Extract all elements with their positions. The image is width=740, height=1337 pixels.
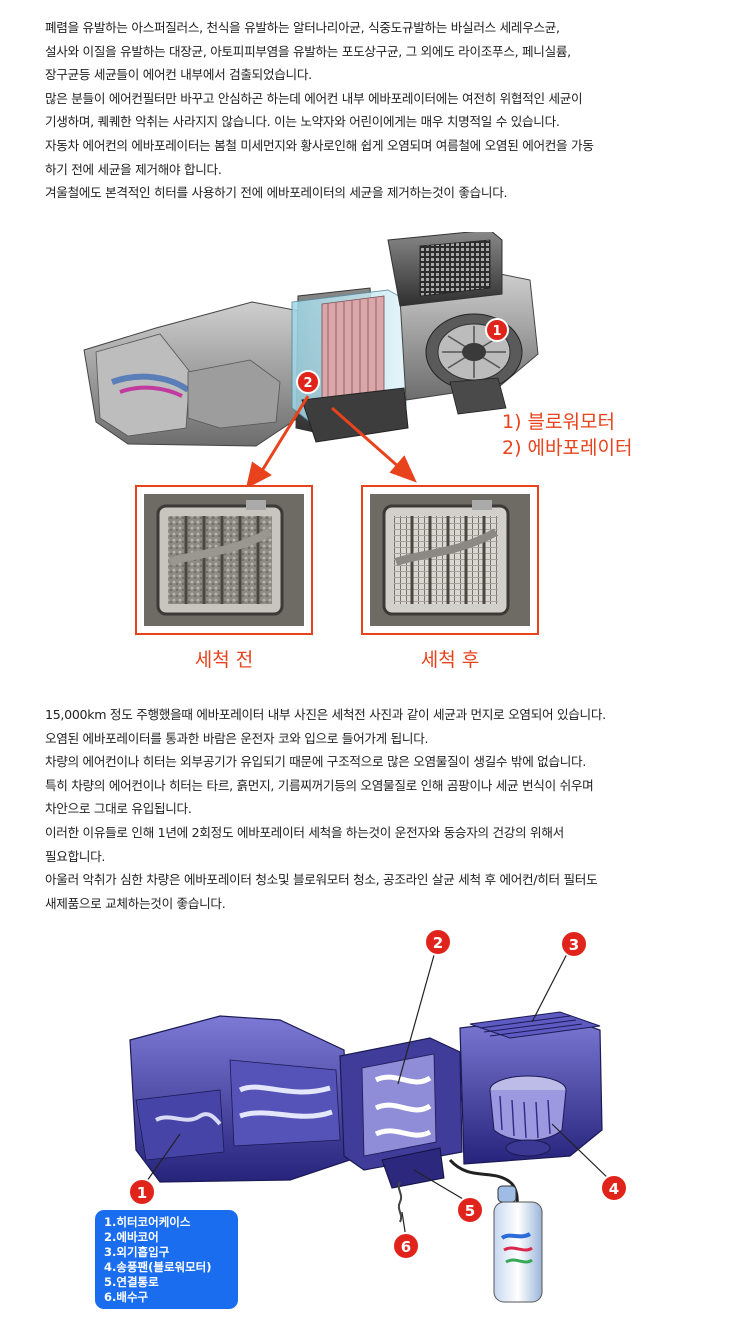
hvac-unit-illustration: 1 2 1) 블로워모터 2) 에바포레이터 세척 전 [83,229,632,671]
intro-paragraph: 폐렴을 유발하는 아스퍼질러스, 천식을 유발하는 알터나리아균, 식중도규발하… [45,16,715,205]
body-line: 새제품으로 교체하는것이 좋습니다. [45,895,226,911]
callout-3: 3 [569,936,579,954]
intro-line: 폐렴을 유발하는 아스퍼질러스, 천식을 유발하는 알터나리아균, 식중도규발하… [45,20,560,35]
intro-line: 하기 전에 세균을 제거해야 합니다. [45,161,222,177]
intro-line: 장구균등 세균들이 에어컨 내부에서 검출되었습니다. [45,67,312,83]
body-line: 필요합니다. [45,848,106,864]
cleaner-spray-can [493,1185,543,1303]
hvac-unit-figure: 1 2 1) 블로워모터 2) 에바포레이터 세척 전 [70,229,670,682]
after-caption: 세척 후 [421,649,479,671]
parts-legend: 1.히터코어케이스 2.에바코어 3.외기흡입구 4.송풍팬(블로워모터) 5.… [95,1210,238,1309]
body-paragraph: 15,000km 정도 주행했을때 에바포레이터 내부 사진은 세척전 사진과 … [45,703,715,915]
callout-6: 6 [401,1238,411,1256]
before-caption: 세척 전 [195,649,253,671]
callout-4: 4 [609,1180,619,1198]
label-evaporator: 2) 에바포레이터 [502,437,632,459]
body-line: 차량의 에어컨이나 히터는 외부공기가 유입되기 때문에 구조적으로 많은 오염… [45,754,587,770]
legend-item: 2.에바코어 [104,1230,159,1244]
body-line: 아울러 악취가 심한 차량은 에바포레이터 청소및 블로워모터 청소, 공조라인… [45,872,598,888]
callout-5: 5 [465,1202,475,1220]
callout-blower-number: 1 [492,324,501,339]
legend-item: 3.외기흡입구 [104,1245,170,1259]
intro-line: 자동차 에어컨의 에바포레이터는 봄철 미세먼지와 황사로인해 쉽게 오염되며 … [45,137,594,153]
intro-line: 설사와 이질을 유발하는 대장균, 아토피피부염을 유발하는 포도상구균, 그 … [45,43,571,59]
after-cleaning-photo [361,485,539,635]
body-line: 오염된 에바포레이터를 통과한 바람은 운전자 코와 입으로 들어가게 됩니다. [45,730,429,746]
body-line: 차안으로 그대로 유입됩니다. [45,801,192,817]
intro-line: 기생하며, 퀘퀘한 악취는 사라지지 않습니다. 이는 노약자와 어린이에게는 … [45,114,560,130]
body-line: 특히 차량의 에어컨이나 히터는 타르, 흙먼지, 기름찌꺼기등의 오염물질로 … [45,777,594,793]
legend-item: 1.히터코어케이스 [104,1215,191,1229]
intro-line: 겨울철에도 본격적인 히터를 사용하기 전에 에바포레이터의 세균을 제거하는것… [45,185,508,201]
callout-1: 1 [137,1184,147,1202]
before-cleaning-photo [135,485,313,635]
legend-item: 6.배수구 [104,1290,149,1304]
label-blower-motor: 1) 블로워모터 [502,411,615,433]
hvac-cutaway-figure: 1 2 3 4 5 6 [100,920,660,1320]
callout-2: 2 [433,934,443,952]
body-line: 이러한 이유들로 인해 1년에 2회정도 에바포레이터 세척을 하는것이 운전자… [45,824,564,840]
hvac-cutaway-illustration: 1 2 3 4 5 6 [128,928,628,1303]
callout-evaporator-number: 2 [303,376,312,391]
body-line: 15,000km 정도 주행했을때 에바포레이터 내부 사진은 세척전 사진과 … [45,707,606,722]
legend-item: 4.송풍팬(블로워모터) [104,1260,212,1274]
intro-line: 많은 분들이 에어컨필터만 바꾸고 안심하곤 하는데 에어컨 내부 에바포레이터… [45,90,583,106]
legend-item: 5.연결통로 [104,1275,159,1289]
